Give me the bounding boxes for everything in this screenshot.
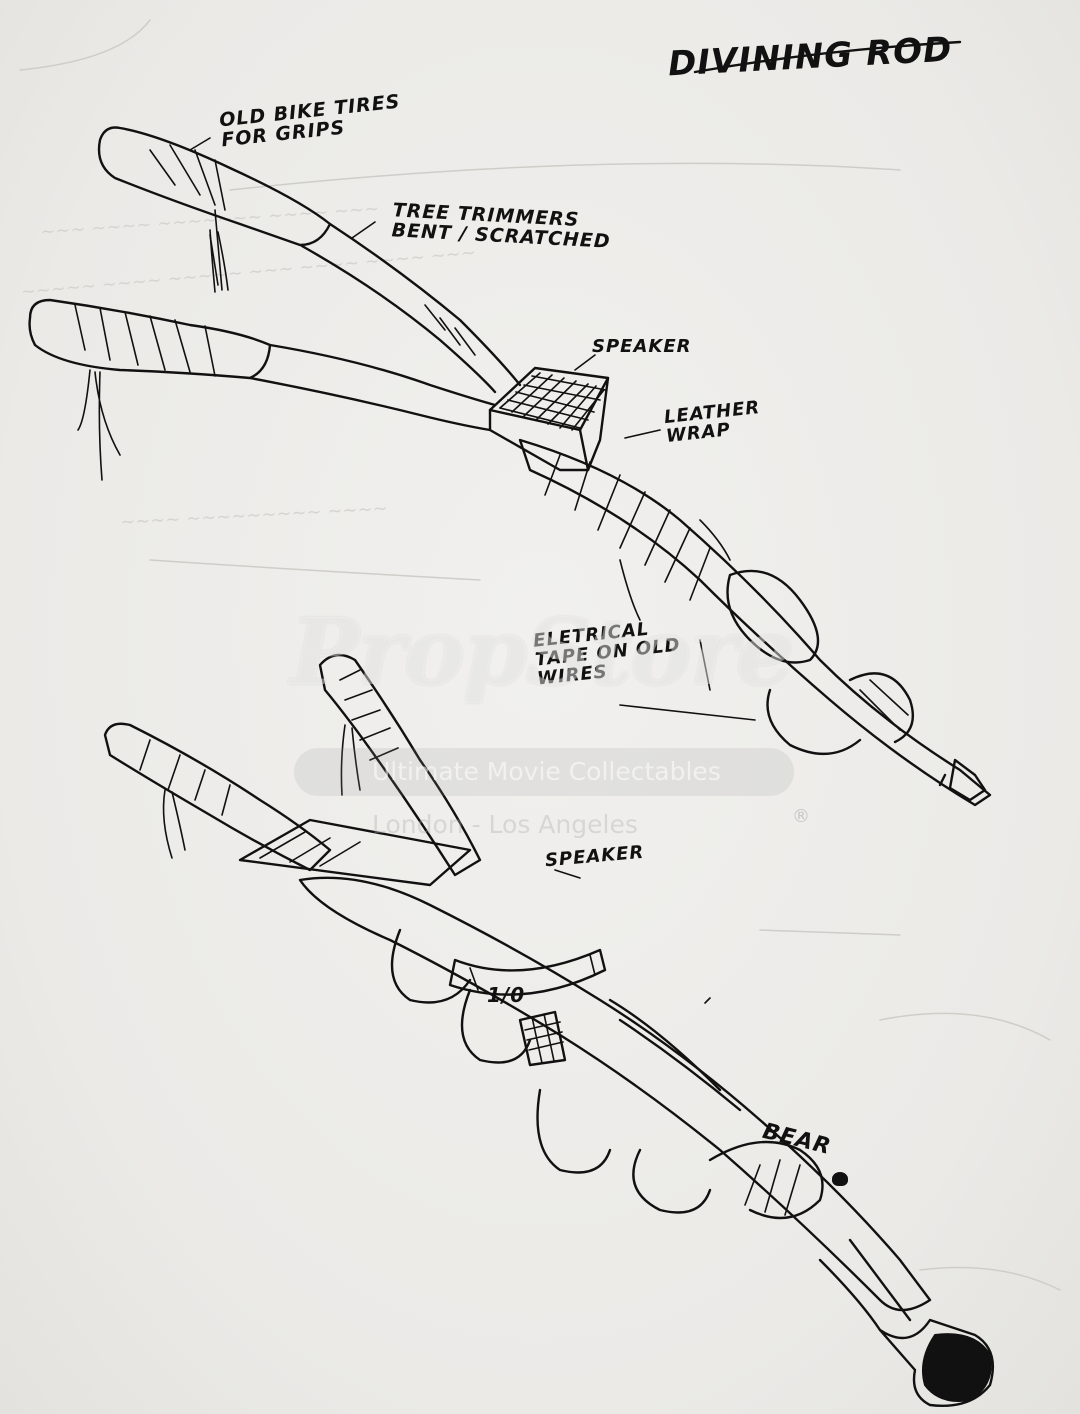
- signature-paw-mark: [832, 1172, 848, 1186]
- label-speaker-top: SPEAKER: [592, 336, 692, 357]
- bottom-divining-rod: [103, 653, 995, 1407]
- top-divining-rod: [28, 126, 992, 807]
- watermark-banner: [294, 748, 794, 796]
- callout-lines: [189, 40, 962, 879]
- watermark-cities: London - Los Angeles: [372, 810, 638, 839]
- label-number-mark: 1/0: [487, 983, 526, 1007]
- watermark-logo: PropStore: [290, 598, 795, 706]
- speaker-grille: [499, 372, 607, 431]
- watermark-registered-mark: ®: [792, 806, 810, 827]
- watermark-tagline: Ultimate Movie Collectables: [372, 757, 721, 786]
- bleed-through-strokes: [19, 19, 1061, 1291]
